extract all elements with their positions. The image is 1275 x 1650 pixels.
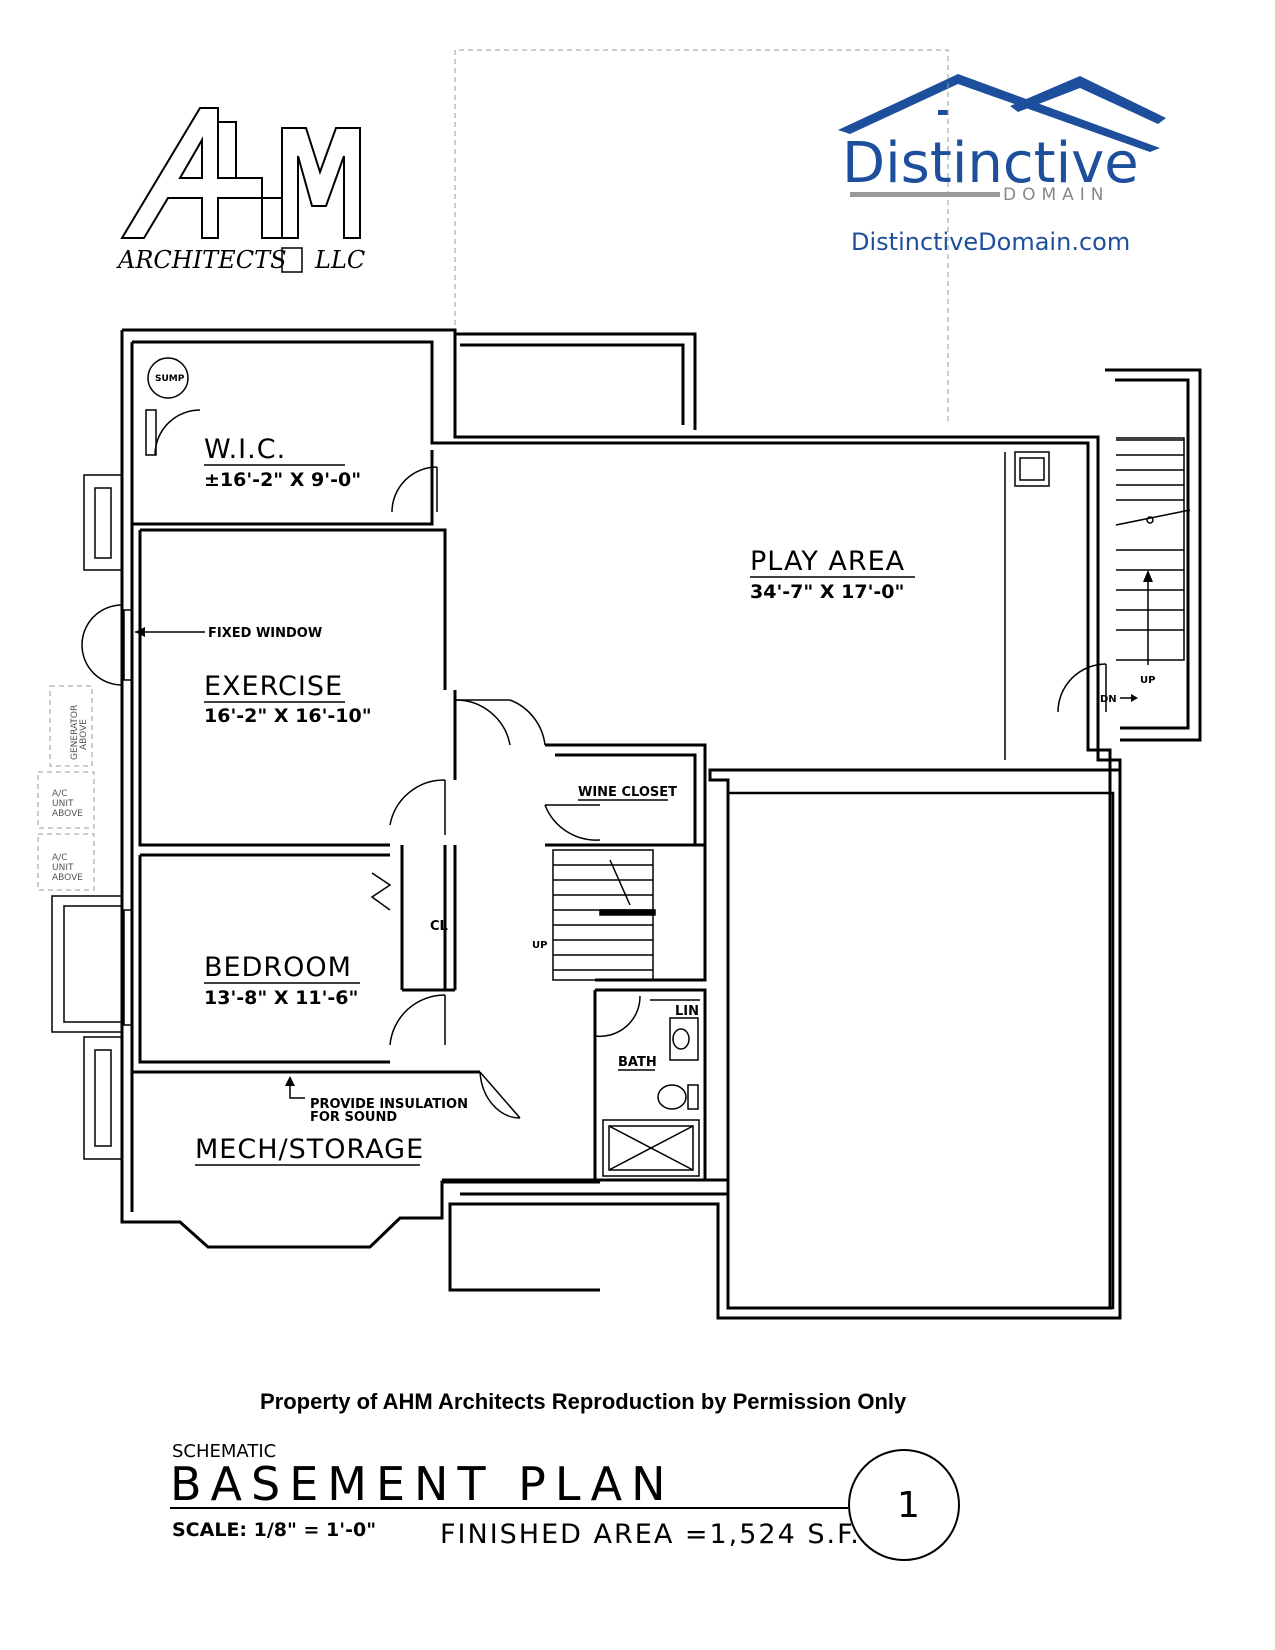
center-stair: UP <box>532 849 656 981</box>
ahm-logo-mark <box>120 107 361 239</box>
linen-name: LIN <box>675 1004 699 1019</box>
wic-dims: ±16'-2" X 9'-0" <box>204 469 361 491</box>
ahm-logo-name-left: ARCHITECTS <box>116 246 287 274</box>
unexcavated-area <box>726 791 1115 1310</box>
ac-unit-1-label-2: UNIT <box>52 799 74 809</box>
finished-area: FINISHED AREA =1,524 S.F. <box>440 1519 861 1550</box>
ac-unit-2-label-2: UNIT <box>52 863 74 873</box>
bath-name: BATH <box>618 1055 657 1070</box>
wine-closet-name: WINE CLOSET <box>578 785 677 800</box>
wet-bar-sink <box>1014 451 1050 487</box>
ac-unit-1-label-1: A/C <box>52 789 67 799</box>
toilet <box>657 1084 687 1110</box>
shower <box>602 1119 700 1177</box>
bedroom-name: BEDROOM <box>204 952 352 983</box>
plan-title: BASEMENT PLAN <box>170 1457 674 1511</box>
ahm-logo-name-right: LLC <box>314 246 365 274</box>
distinctive-domain-logo: Distinctive DOMAIN DistinctiveDomain.com <box>838 74 1166 256</box>
ahm-logo: ARCHITECTS LLC <box>116 107 365 274</box>
stair-dn-label: DN <box>1100 694 1117 705</box>
stair-up-label-right: UP <box>1140 675 1155 686</box>
insulation-note-2: FOR SOUND <box>310 1110 397 1125</box>
distinctive-logo-sub: DOMAIN <box>1003 185 1110 205</box>
chimney-icon <box>938 110 948 115</box>
roof-icon-small <box>1010 76 1166 124</box>
sheet-number: 1 <box>897 1485 920 1526</box>
exterior-walls <box>120 328 1122 1320</box>
fixtures <box>147 357 1050 1177</box>
property-notice: Property of AHM Architects Reproduction … <box>260 1389 907 1414</box>
bedroom-dims: 13'-8" X 11'-6" <box>204 987 358 1009</box>
distinctive-logo-url: DistinctiveDomain.com <box>851 228 1130 256</box>
exterior-equipment: GENERATOR ABOVE A/C UNIT ABOVE A/C UNIT … <box>37 685 95 891</box>
distinctive-logo-bar <box>850 192 1000 197</box>
doors <box>145 409 1107 1119</box>
insulation-note-1: PROVIDE INSULATION <box>310 1097 468 1112</box>
closet-name: CL <box>430 919 448 934</box>
distinctive-logo-name: Distinctive <box>842 131 1139 196</box>
plan-annotations: FIXED WINDOW PROVIDE INSULATION FOR SOUN… <box>135 626 468 1125</box>
exercise-dims: 16'-2" X 16'-10" <box>204 705 372 727</box>
mech-storage-name: MECH/STORAGE <box>195 1134 424 1165</box>
ac-unit-2-label-3: ABOVE <box>52 873 83 883</box>
fixed-window-note: FIXED WINDOW <box>208 626 322 641</box>
ac-unit-2-label-1: A/C <box>52 853 67 863</box>
upper-level-outline <box>454 49 949 425</box>
generator-label-2: ABOVE <box>79 719 89 750</box>
bath-vanity <box>669 1017 699 1061</box>
play-area-dims: 34'-7" X 17'-0" <box>750 581 904 603</box>
wic-name: W.I.C. <box>204 434 286 465</box>
right-stair-tower: UP DN <box>1100 368 1202 742</box>
plan-scale: SCALE: 1/8" = 1'-0" <box>172 1519 376 1541</box>
generator-label-1: GENERATOR <box>70 705 80 760</box>
exercise-name: EXERCISE <box>204 671 343 702</box>
floor-plan: UP DN GENERATOR ABOVE A/C UNIT ABO <box>37 49 1202 1320</box>
sump-label: SUMP <box>155 374 185 384</box>
title-block: Property of AHM Architects Reproduction … <box>170 1389 960 1561</box>
room-labels: SUMP W.I.C. ±16'-2" X 9'-0" PLAY AREA 34… <box>155 374 915 1166</box>
ac-unit-1-label-3: ABOVE <box>52 809 83 819</box>
play-area-name: PLAY AREA <box>750 546 905 577</box>
stair-up-label-center: UP <box>532 940 547 951</box>
ahm-logo-divider <box>281 247 303 273</box>
left-window-bays <box>51 474 133 1160</box>
sump-pit <box>147 357 189 399</box>
roof-icon <box>838 74 1160 152</box>
sheet-number-circle <box>848 1449 960 1561</box>
schematic-label: SCHEMATIC <box>172 1441 276 1462</box>
